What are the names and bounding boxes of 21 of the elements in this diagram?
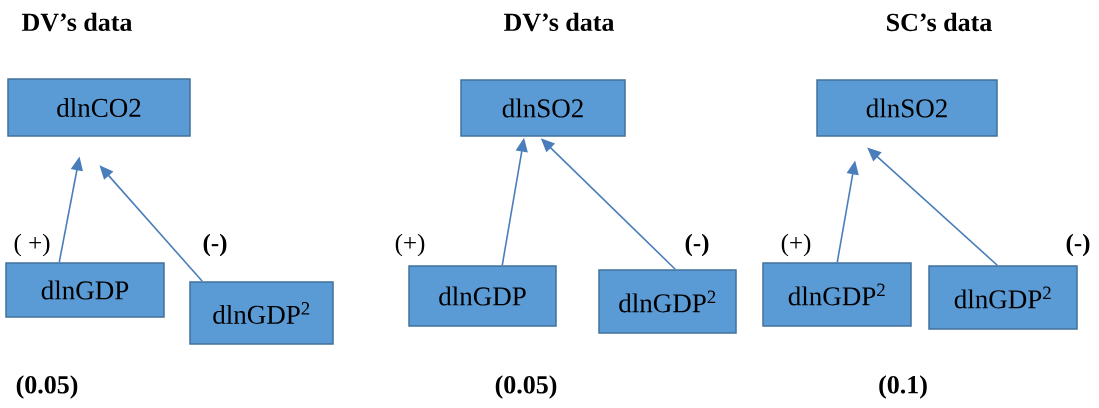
panel-label: DV’s data — [503, 12, 615, 32]
panel-label: DV’s data — [21, 12, 133, 32]
variable-box: dlnGDP$^{2}$ — [598, 269, 737, 334]
variable-box: dlnGDP$^{2}$ — [189, 281, 334, 345]
panel-label: (0.1) — [879, 375, 927, 399]
edge-label: ( +) — [14, 233, 50, 257]
panel-label: SC’s data — [887, 12, 992, 32]
variable-box: dlnSO2 — [816, 79, 998, 137]
edge-label: (+) — [395, 233, 425, 257]
panel-label: (0.05) — [16, 375, 78, 399]
variable-box: dlnGDP$^{2}$ — [762, 262, 912, 327]
variable-box: dlnGDP — [5, 262, 165, 318]
variable-box: dlnSO2 — [460, 79, 626, 137]
variable-box: dlnGDP — [408, 265, 557, 327]
variable-box: dlnGDP$^{2}$ — [928, 265, 1078, 330]
panel-label: (0.05) — [495, 375, 557, 399]
edge-label: (+) — [781, 233, 811, 257]
edge-label: (-) — [1066, 233, 1090, 257]
edge-label: (-) — [203, 233, 227, 257]
edge-label: (-) — [685, 233, 709, 257]
variable-box: dlnCO2 — [7, 78, 191, 137]
